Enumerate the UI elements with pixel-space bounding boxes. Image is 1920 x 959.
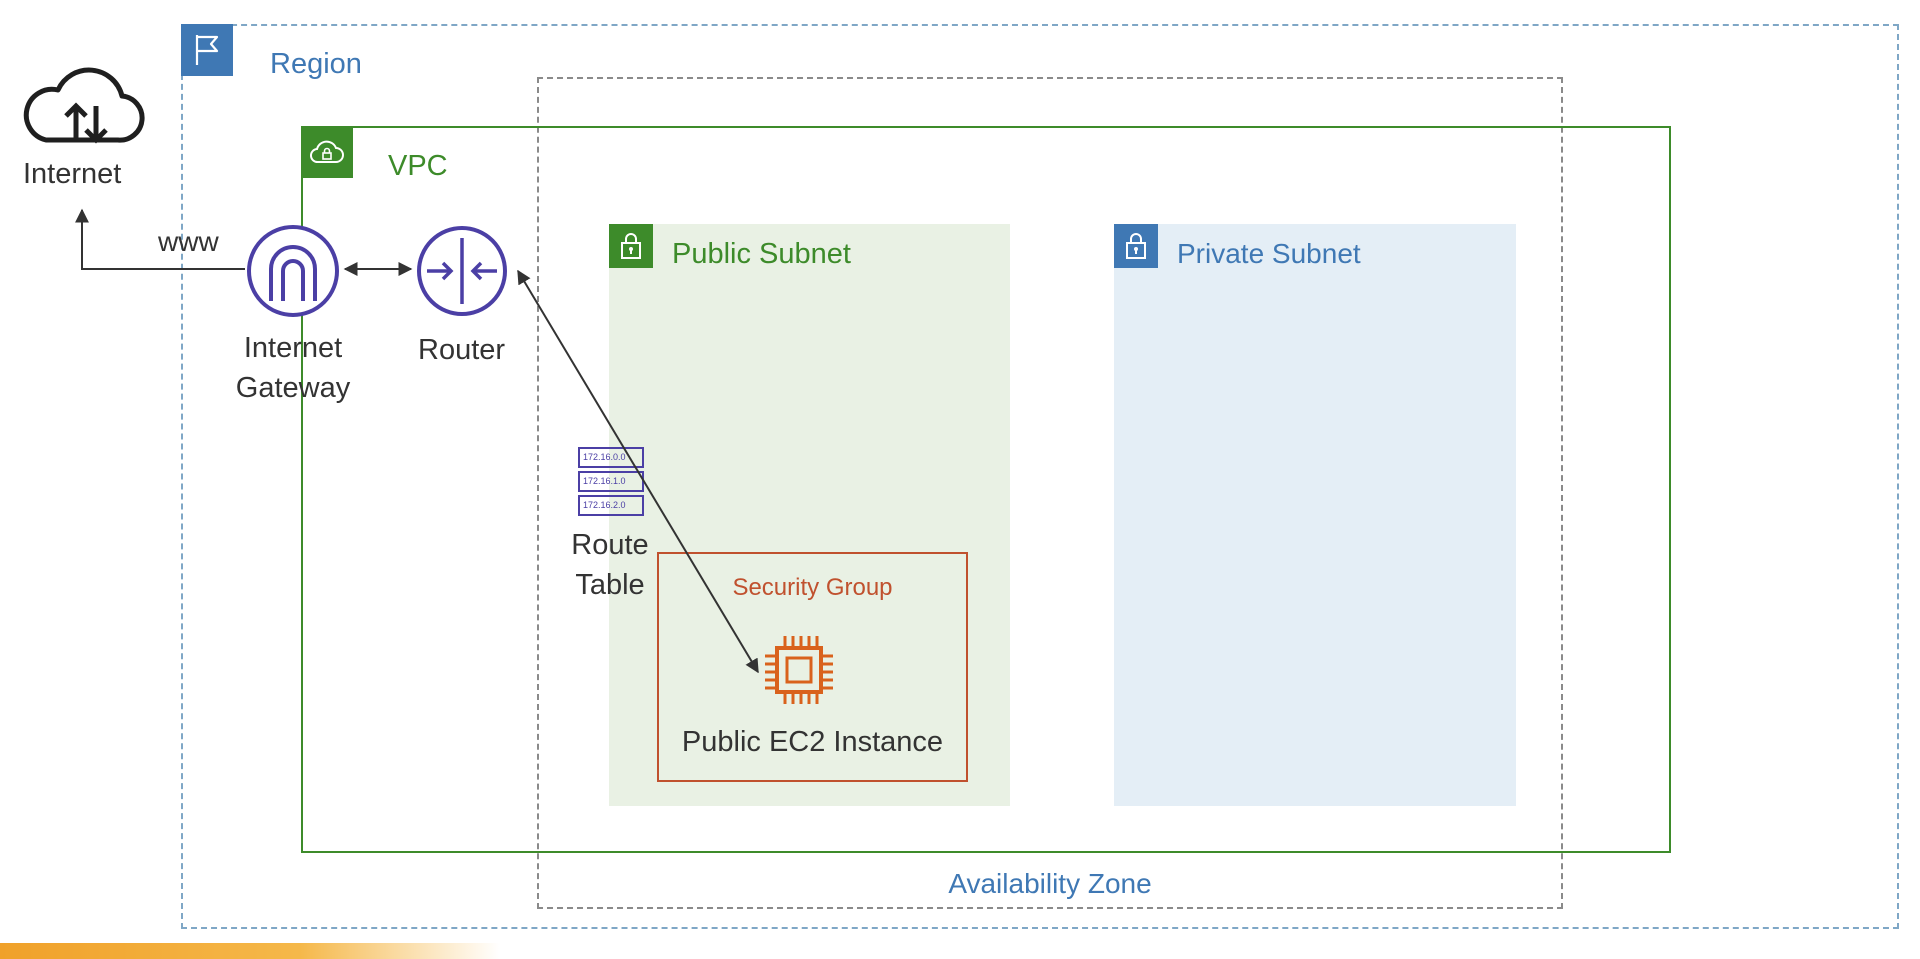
private-subnet-tag: [1114, 224, 1158, 268]
region-tag: [181, 24, 233, 76]
internet-gateway-label-line2: Gateway: [235, 372, 351, 404]
private-subnet-area: [1114, 224, 1516, 806]
router-icon: [417, 226, 507, 316]
cloud-upload-download-icon: [23, 67, 145, 144]
lock-icon: [621, 233, 641, 259]
www-connector: [75, 208, 245, 270]
router-label: Router: [418, 334, 506, 366]
region-label: Region: [270, 48, 362, 80]
public-subnet-label: Public Subnet: [672, 238, 851, 270]
flag-icon: [195, 35, 219, 65]
vpc-tag: [301, 126, 353, 178]
private-subnet-label: Private Subnet: [1177, 238, 1361, 269]
ec2-instance-label: Public EC2 Instance: [681, 726, 944, 758]
security-group-label: Security Group: [732, 574, 893, 601]
internet-gateway-label: Internet Gateway: [233, 328, 353, 408]
vpc-label: VPC: [388, 150, 448, 182]
www-label: www: [158, 226, 219, 257]
internet-gateway-icon: [247, 225, 339, 317]
internet-gateway-label-line1: Internet: [243, 332, 343, 364]
availability-zone-label: Availability Zone: [948, 868, 1152, 899]
ec2-chip-icon: [765, 636, 833, 704]
footer-accent-bar: [0, 943, 500, 959]
cloud-lock-icon: [310, 140, 344, 163]
public-subnet-tag: [609, 224, 653, 268]
router-ec2-connector: [517, 269, 759, 674]
vpc-boundary: [301, 126, 1671, 853]
internet-label: Internet: [23, 158, 122, 190]
lock-icon: [1126, 233, 1146, 259]
region-boundary: [181, 24, 1899, 929]
